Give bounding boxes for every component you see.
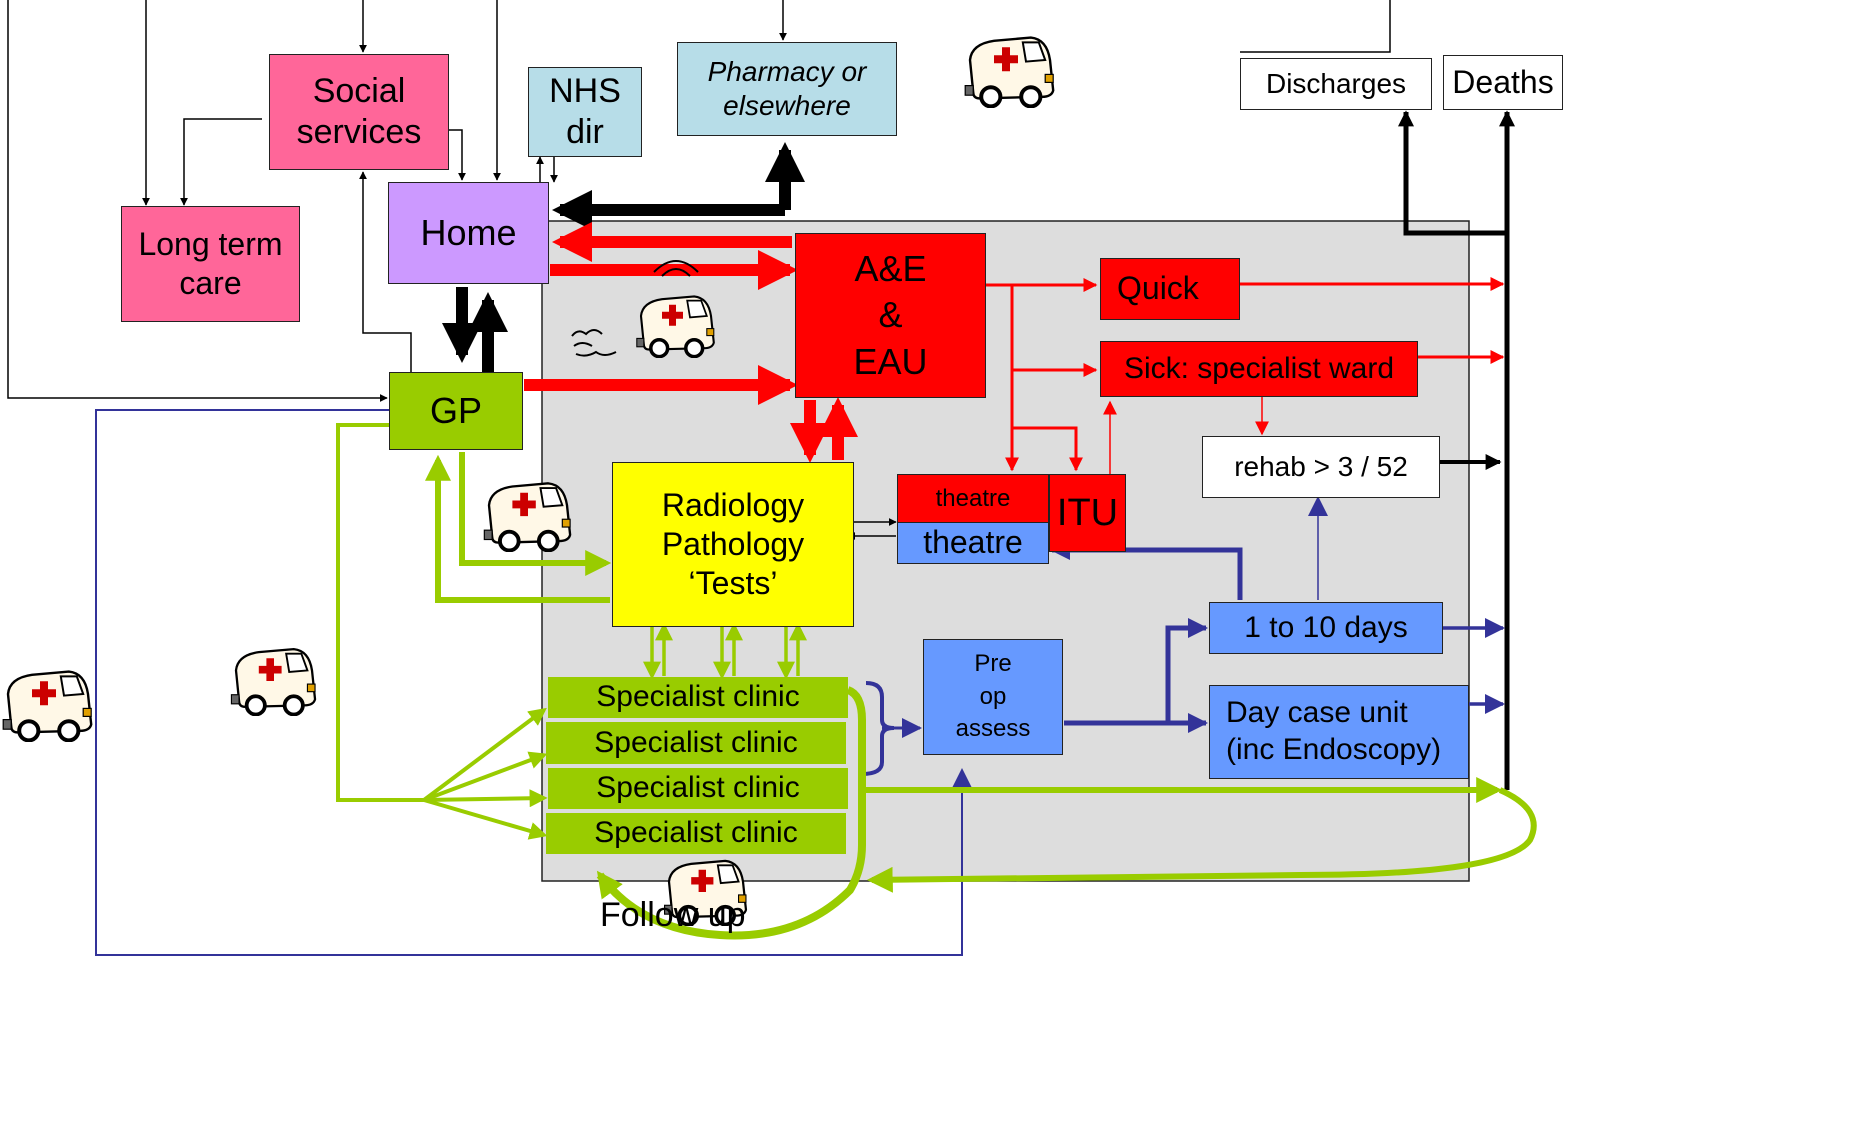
pharmacy-box: Pharmacy or elsewhere (677, 42, 897, 136)
social-services-box: Social services (269, 54, 449, 170)
speed-lines (571, 260, 699, 357)
follow-up-label: Follow up (600, 896, 746, 934)
home-box: Home (388, 182, 549, 284)
home-links (442, 142, 805, 372)
exit-lines (1398, 110, 1515, 790)
gp-box: GP (389, 372, 523, 450)
ambulance-icon (231, 649, 315, 714)
ambulance-icon (1, 669, 94, 742)
ambulance-icon (484, 483, 570, 550)
green-flows (336, 423, 1537, 940)
specialist-clinic-2: Specialist clinic (546, 722, 846, 764)
theatre-blue-box: theatre (897, 522, 1049, 564)
tests-box: Radiology Pathology ‘Tests’ (612, 462, 854, 627)
specialist-clinic-3: Specialist clinic (548, 768, 848, 809)
pre-op-assess-box: Pre op assess (923, 639, 1063, 755)
top-connectors (7, 0, 1391, 540)
deaths-box: Deaths (1443, 55, 1563, 110)
ambulance-icon (965, 38, 1053, 107)
long-term-care-box: Long term care (121, 206, 300, 322)
day-case-unit-box: Day case unit (inc Endoscopy) (1209, 685, 1469, 779)
specialist-clinic-1: Specialist clinic (548, 677, 848, 718)
rehab-box: rehab > 3 / 52 (1202, 436, 1440, 498)
quick-box: Quick (1100, 258, 1240, 320)
discharges-box: Discharges (1240, 58, 1432, 110)
theatre-red-box: theatre (897, 474, 1049, 524)
red-flows (524, 222, 1505, 474)
nhs-direct-box: NHS dir (528, 67, 642, 157)
ae-eau-box: A&E & EAU (795, 233, 986, 398)
one-to-ten-days-box: 1 to 10 days (1209, 602, 1443, 654)
sick-specialist-ward-box: Sick: specialist ward (1100, 341, 1418, 397)
ambulance-icon (637, 296, 714, 356)
specialist-clinic-4: Specialist clinic (546, 813, 846, 854)
itu-box: ITU (1049, 474, 1126, 552)
